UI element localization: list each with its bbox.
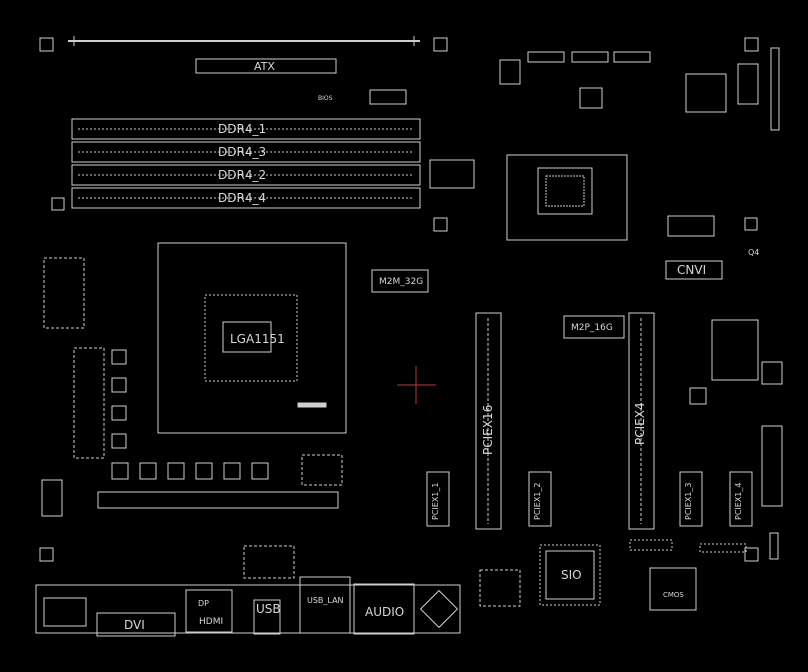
pciex16-label: PCIEX16 [481, 404, 495, 455]
m2p-slot [563, 315, 625, 339]
cmos-label: CMOS [663, 591, 684, 599]
chipset-pch [506, 154, 628, 241]
cnvi-slot [665, 260, 723, 280]
atx-connector [195, 58, 337, 74]
sio-chip [545, 550, 595, 600]
cpu-socket [157, 242, 347, 434]
usb-port [253, 599, 281, 635]
dvi-label: DVI [124, 618, 145, 632]
crosshair-marker [397, 366, 436, 404]
atx-label: ATX [254, 60, 275, 73]
cpu-socket-label: LGA1151 [230, 332, 285, 346]
ddr4-slot-1 [71, 118, 421, 140]
pciex4-slot [628, 312, 655, 530]
ddr4-2-label: DDR4_2 [218, 168, 267, 182]
hdmi-port [185, 589, 233, 633]
audio-port [353, 583, 415, 635]
hdmi-label: HDMI [199, 617, 224, 627]
q4-label: Q4 [748, 248, 760, 257]
ddr4-4-label: DDR4_4 [218, 191, 267, 205]
cnvi-label: CNVI [677, 263, 707, 277]
ddr4-slot-4 [71, 187, 421, 209]
pciex1-3-label: PCIEX1_3 [684, 482, 693, 520]
pciex1-4-label: PCIEX1_4 [734, 482, 743, 520]
pciex16-slot [475, 312, 502, 530]
ddr4-slot-2 [71, 164, 421, 186]
m2m-label: M2M_32G [379, 277, 424, 287]
pciex1-1-label: PCIEX1_1 [431, 482, 440, 520]
dp-label: DP [198, 599, 209, 608]
bios-label: BIOS [318, 95, 333, 102]
ddr4-slot-3 [71, 141, 421, 163]
usb-lan-port [299, 576, 351, 634]
pciex1-slot-3 [679, 471, 703, 527]
ddr4-1-label: DDR4_1 [218, 122, 267, 136]
m2p-label: M2P_16G [571, 323, 613, 333]
pciex4-label: PCIEX4 [633, 402, 647, 445]
usb-label: USB [256, 602, 281, 616]
m2m-slot [371, 269, 429, 293]
pciex1-slot-2 [528, 471, 552, 527]
dvi-port [96, 612, 176, 637]
ddr4-3-label: DDR4_3 [218, 145, 267, 159]
usb-lan-label: USB_LAN [307, 596, 344, 605]
sio-label: SIO [561, 568, 582, 582]
audio-label: AUDIO [365, 605, 405, 619]
pciex1-2-label: PCIEX1_2 [533, 482, 542, 520]
pciex1-slot-1 [426, 471, 450, 527]
pciex1-slot-4 [729, 471, 753, 527]
